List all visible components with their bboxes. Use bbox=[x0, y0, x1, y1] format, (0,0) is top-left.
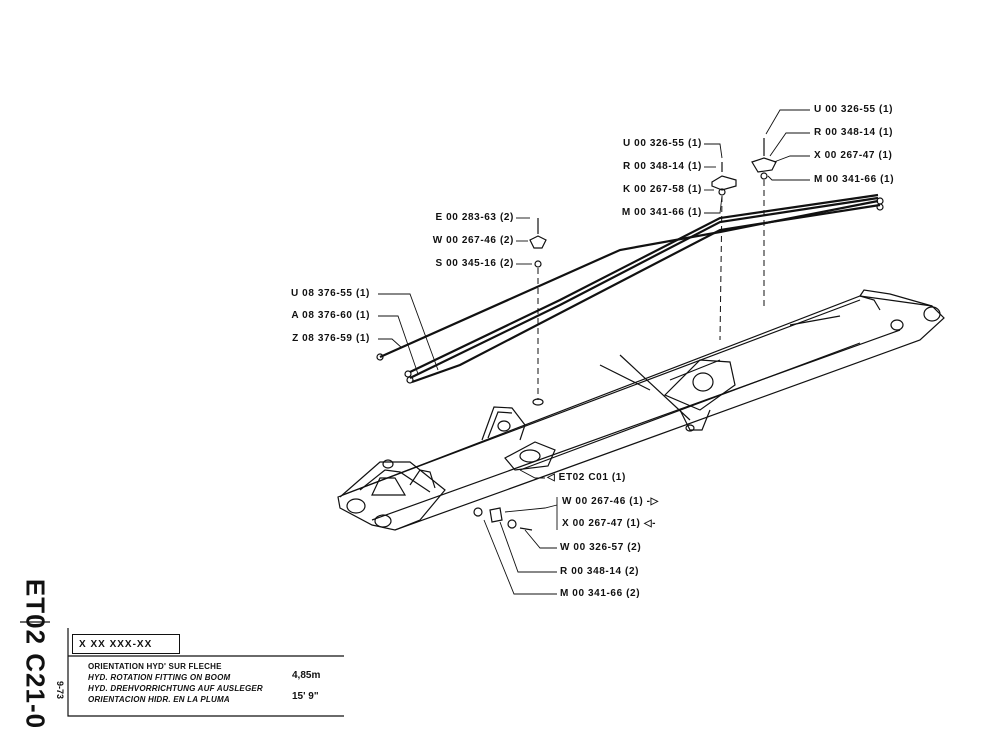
length-metric: 4,85m bbox=[292, 670, 321, 681]
callout-x-lower: X 00 267-47 (1) ◁- bbox=[562, 518, 657, 529]
callout-u-pipe: U 08 376-55 (1) bbox=[290, 288, 370, 299]
callout-w-bolt: W 00 326-57 (2) bbox=[560, 542, 642, 553]
reference-box: X XX XXX-XX bbox=[72, 634, 180, 654]
callout-r-top-right: R 00 348-14 (1) bbox=[814, 127, 894, 138]
callout-m-top-mid: M 00 341-66 (1) bbox=[621, 207, 702, 218]
boom-foot bbox=[339, 459, 446, 531]
description-fr: ORIENTATION HYD' SUR FLECHE bbox=[88, 662, 222, 671]
description-de: HYD. DREHVORRICHTUNG AUF AUSLEGER bbox=[88, 684, 263, 693]
pipe-clamp-top-mid bbox=[711, 162, 737, 196]
lower-hardware bbox=[473, 507, 533, 531]
boom-body bbox=[337, 289, 945, 531]
sheet-code: ET02 C21-0 bbox=[20, 578, 51, 730]
callout-et-ref: ◁ ET02 C01 (1) bbox=[547, 472, 626, 483]
description-en: HYD. ROTATION FITTING ON BOOM bbox=[88, 673, 231, 682]
callout-r-top-mid: R 00 348-14 (1) bbox=[622, 161, 702, 172]
callout-x-top-right: X 00 267-47 (1) bbox=[814, 150, 893, 161]
pipe-clamp-top-right bbox=[751, 138, 777, 180]
callout-w-left: W 00 267-46 (2) bbox=[432, 235, 514, 246]
description-es: ORIENTACION HIDR. EN LA PLUMA bbox=[88, 695, 230, 704]
callout-k-top-mid: K 00 267-58 (1) bbox=[622, 184, 702, 195]
callout-a-pipe: A 08 376-60 (1) bbox=[291, 310, 370, 321]
hydraulic-pipes bbox=[379, 193, 881, 384]
pipe-clamp-left bbox=[529, 218, 547, 268]
callout-r-lower: R 00 348-14 (2) bbox=[560, 566, 640, 577]
callout-e-left: E 00 283-63 (2) bbox=[435, 212, 514, 223]
title-block-frame bbox=[20, 621, 344, 717]
callout-u-top-mid: U 00 326-55 (1) bbox=[622, 138, 702, 149]
pipe-end-fittings bbox=[376, 197, 884, 384]
sheet-date: 9-73 bbox=[55, 680, 65, 700]
leader-lines bbox=[378, 109, 810, 595]
callout-w-lower: W 00 267-46 (1) -▷ bbox=[562, 496, 659, 507]
callout-z-pipe: Z 08 376-59 (1) bbox=[292, 333, 370, 344]
upper-plate bbox=[663, 359, 736, 432]
length-imperial: 15' 9" bbox=[292, 691, 319, 702]
callout-u-top-right: U 00 326-55 (1) bbox=[814, 104, 894, 115]
callout-m-lower: M 00 341-66 (2) bbox=[560, 588, 641, 599]
assembly-dash-lines bbox=[537, 180, 765, 400]
mounting-bracket bbox=[481, 398, 544, 441]
side-plate bbox=[504, 441, 556, 471]
callout-m-top-right: M 00 341-66 (1) bbox=[814, 174, 895, 185]
callout-s-left: S 00 345-16 (2) bbox=[435, 258, 514, 269]
